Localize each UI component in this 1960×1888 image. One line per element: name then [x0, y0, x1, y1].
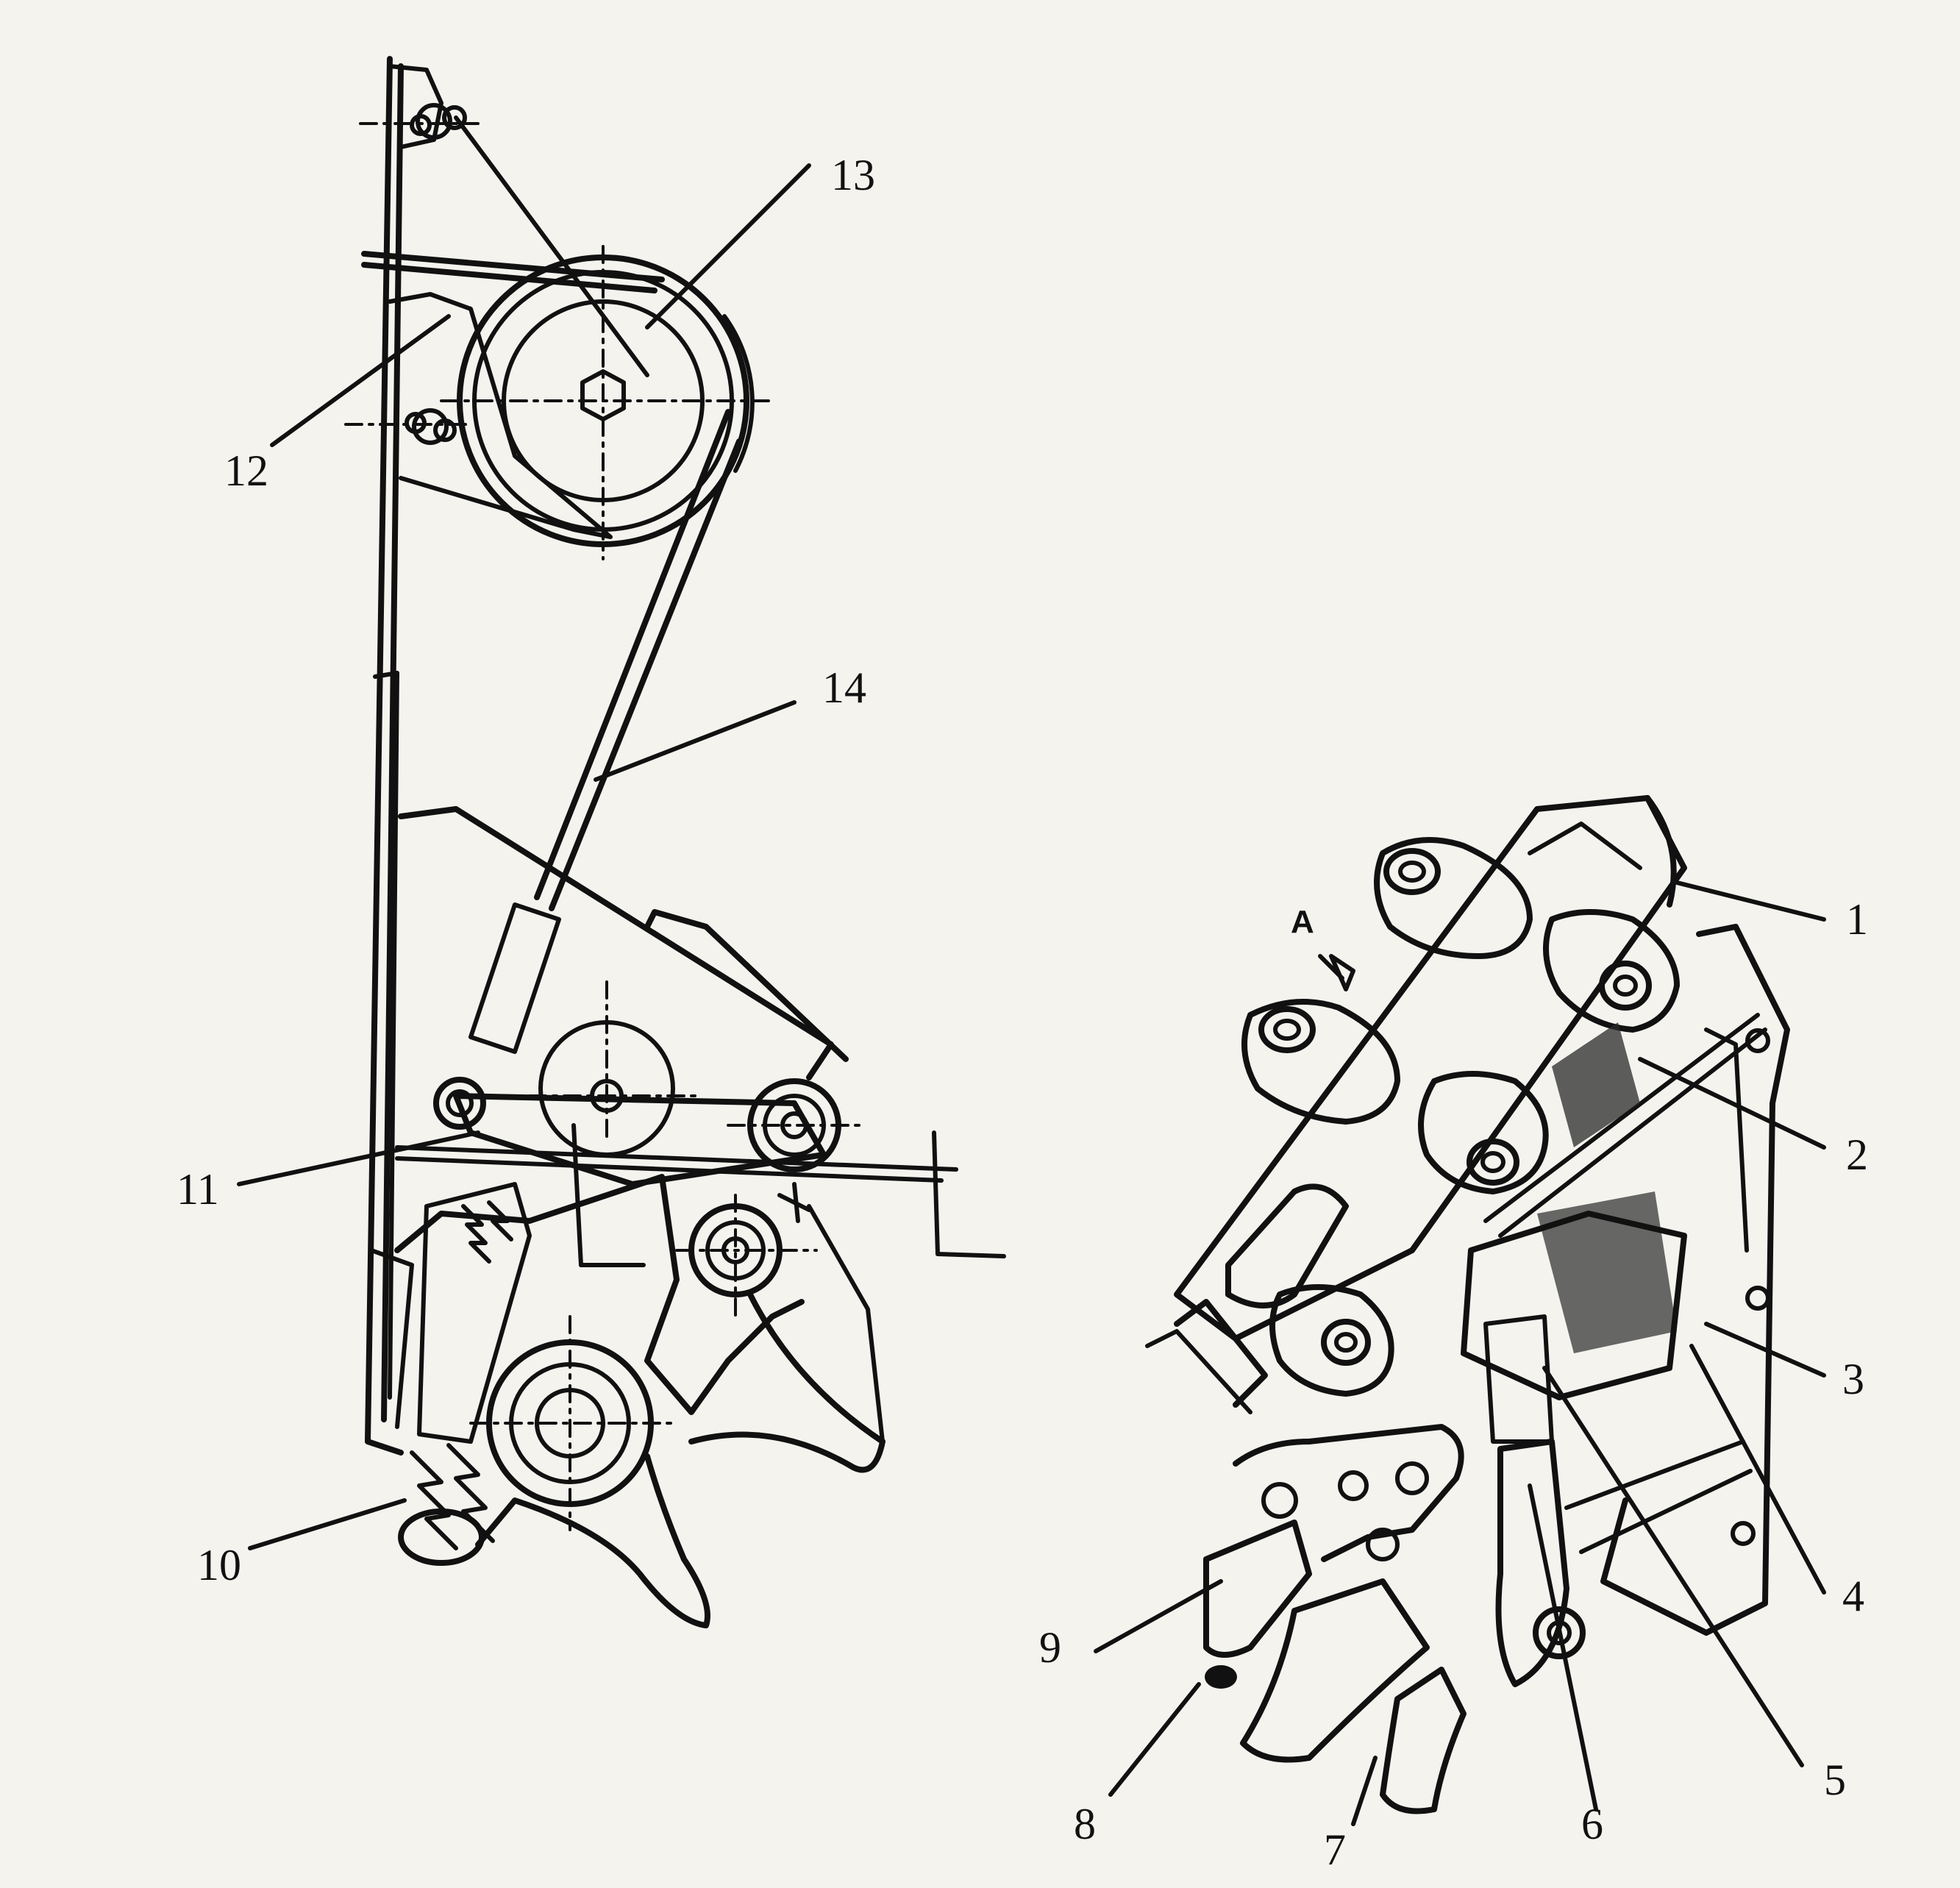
leader-lines: [237, 163, 1826, 1826]
label-6: 6: [1581, 1800, 1603, 1848]
insulator-lower: [1269, 1284, 1394, 1397]
view-label: A: [1291, 904, 1314, 940]
right-roller: [727, 1078, 866, 1172]
label-5: 5: [1824, 1756, 1846, 1804]
callout-labels: 13 12 14 11 10 1 2 3 4 5 6 7 8 9: [177, 151, 1868, 1874]
spring-box: [1461, 1211, 1687, 1400]
lever-bar: [453, 1093, 827, 1187]
lower-brace: [1564, 1439, 1753, 1554]
insulator-left: [1241, 999, 1400, 1125]
lower-hub: [469, 1315, 678, 1531]
hatched-block-lower: [1537, 1191, 1677, 1353]
frame-plate: [365, 56, 404, 1456]
upper-jaw: [688, 1292, 885, 1473]
label-3: 3: [1842, 1355, 1864, 1403]
label-1: 1: [1846, 895, 1868, 944]
insulator-top: [1374, 837, 1533, 959]
long-rod: [1483, 1013, 1767, 1238]
label-11: 11: [177, 1165, 219, 1214]
drive-rod: [534, 409, 742, 911]
mid-bolt: [405, 408, 457, 445]
lower-jaw: [475, 1453, 710, 1628]
pointed-tip: [1203, 1520, 1312, 1658]
label-12: 12: [224, 446, 268, 495]
upper-spring: [461, 1200, 513, 1264]
rod-end-roller: [433, 1077, 486, 1130]
cylinder: [1225, 1183, 1349, 1308]
top-bracket: [388, 64, 443, 149]
large-pulley: [440, 245, 770, 560]
label-2: 2: [1846, 1130, 1868, 1179]
rear-lever: [1495, 1439, 1569, 1687]
casting-body: [394, 1174, 805, 1415]
diagonal-arm: [398, 806, 849, 1080]
insulator-right-upper: [1543, 909, 1680, 1033]
horizontal-link: [395, 1145, 958, 1183]
side-elevation-drawing: [344, 56, 1006, 1628]
front-jaw: [1240, 1578, 1430, 1763]
middle-jaw: [1380, 1667, 1467, 1814]
label-14: 14: [822, 663, 866, 712]
label-4: 4: [1842, 1572, 1864, 1620]
view-arrow: [1318, 954, 1355, 991]
top-bolt: [410, 103, 467, 140]
label-13: 13: [831, 151, 875, 199]
lower-roller: [675, 1194, 818, 1318]
spring-housing: [417, 1182, 532, 1444]
lever-pivot: [1533, 1606, 1586, 1659]
spring-cap: [398, 1508, 485, 1566]
insulator-mid: [1418, 1071, 1549, 1194]
link-cluster: [1233, 1424, 1464, 1562]
frame-inner-edge: [373, 671, 399, 1400]
top-strap: [361, 251, 665, 293]
label-8: 8: [1074, 1800, 1096, 1848]
hatched-block-upper: [1552, 1022, 1640, 1147]
label-9: 9: [1039, 1623, 1061, 1672]
isometric-drawing: A: [1145, 795, 1790, 1814]
pulley-bracket: [388, 292, 613, 539]
label-10: 10: [197, 1541, 241, 1589]
label-7: 7: [1324, 1825, 1346, 1874]
